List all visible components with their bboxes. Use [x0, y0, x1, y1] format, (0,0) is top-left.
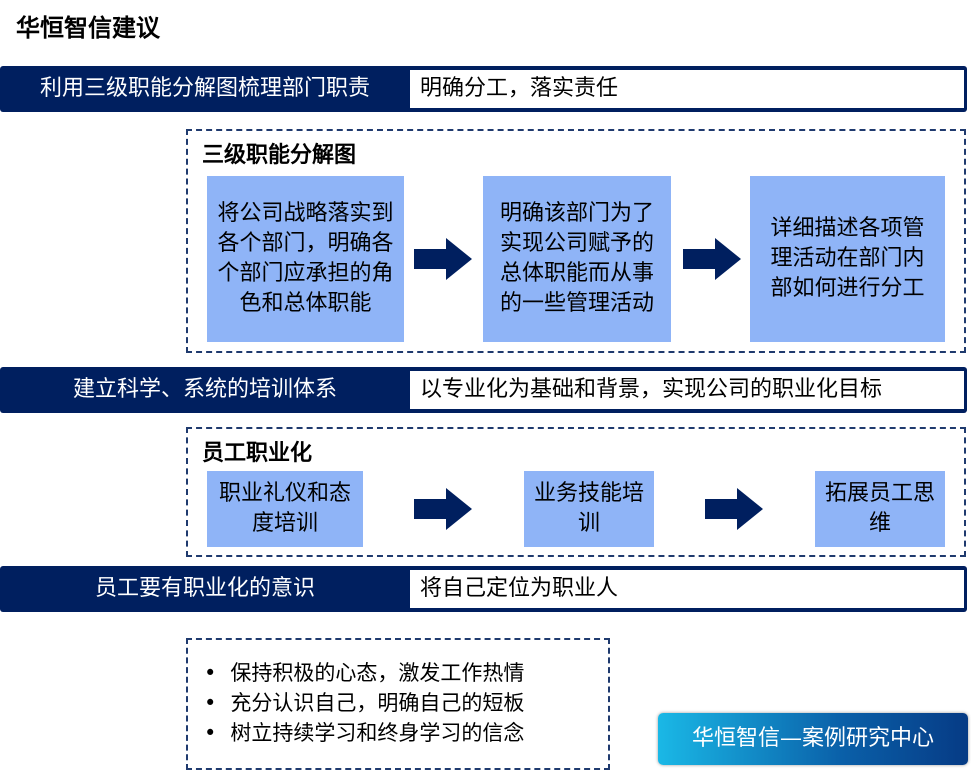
bullet-list-box: 保持积极的心态，激发工作热情 充分认识自己，明确自己的短板 树立持续学习和终身学… [186, 638, 610, 770]
step-box: 拓展员工思维 [815, 471, 945, 547]
section-detail: 明确分工，落实责任 [410, 70, 964, 108]
brand-badge: 华恒智信—案例研究中心 [658, 713, 968, 765]
bullet-item: 树立持续学习和终身学习的信念 [204, 718, 608, 748]
section-label: 员工要有职业化的意识 [94, 576, 315, 601]
function-breakdown-diagram: 三级职能分解图 [186, 129, 966, 353]
diagram-title: 员工职业化 [202, 441, 313, 466]
bullet-item: 充分认识自己，明确自己的短板 [204, 688, 608, 718]
section-detail: 将自己定位为职业人 [410, 570, 964, 608]
section-label: 利用三级职能分解图梳理部门职责 [39, 76, 370, 101]
diagram-title: 三级职能分解图 [202, 143, 357, 168]
bullet-item: 保持积极的心态，激发工作热情 [204, 658, 608, 688]
bullet-list: 保持积极的心态，激发工作热情 充分认识自己，明确自己的短板 树立持续学习和终身学… [204, 658, 608, 748]
section-bar-2: 建立科学、系统的培训体系 以专业化为基础和背景，实现公司的职业化目标 [0, 367, 967, 413]
step-box: 详细描述各项管理活动在部门内部如何进行分工 [750, 176, 945, 342]
arrow-right-icon [414, 488, 472, 530]
step-box: 明确该部门为了实现公司赋予的总体职能而从事的一些管理活动 [483, 176, 671, 342]
page-title: 华恒智信建议 [16, 14, 160, 42]
section-bar-1: 利用三级职能分解图梳理部门职责 明确分工，落实责任 [0, 66, 967, 112]
section-label: 建立科学、系统的培训体系 [72, 377, 337, 402]
step-box: 将公司战略落实到各个部门，明确各个部门应承担的角色和总体职能 [207, 176, 404, 342]
professionalization-diagram: 员工职业化 [186, 427, 966, 557]
arrow-right-icon [414, 238, 472, 280]
arrow-right-icon [705, 488, 763, 530]
section-bar-3: 员工要有职业化的意识 将自己定位为职业人 [0, 566, 967, 612]
step-box: 职业礼仪和态度培训 [207, 471, 363, 547]
step-box: 业务技能培训 [524, 471, 654, 547]
arrow-right-icon [683, 238, 741, 280]
section-detail: 以专业化为基础和背景，实现公司的职业化目标 [410, 371, 964, 409]
